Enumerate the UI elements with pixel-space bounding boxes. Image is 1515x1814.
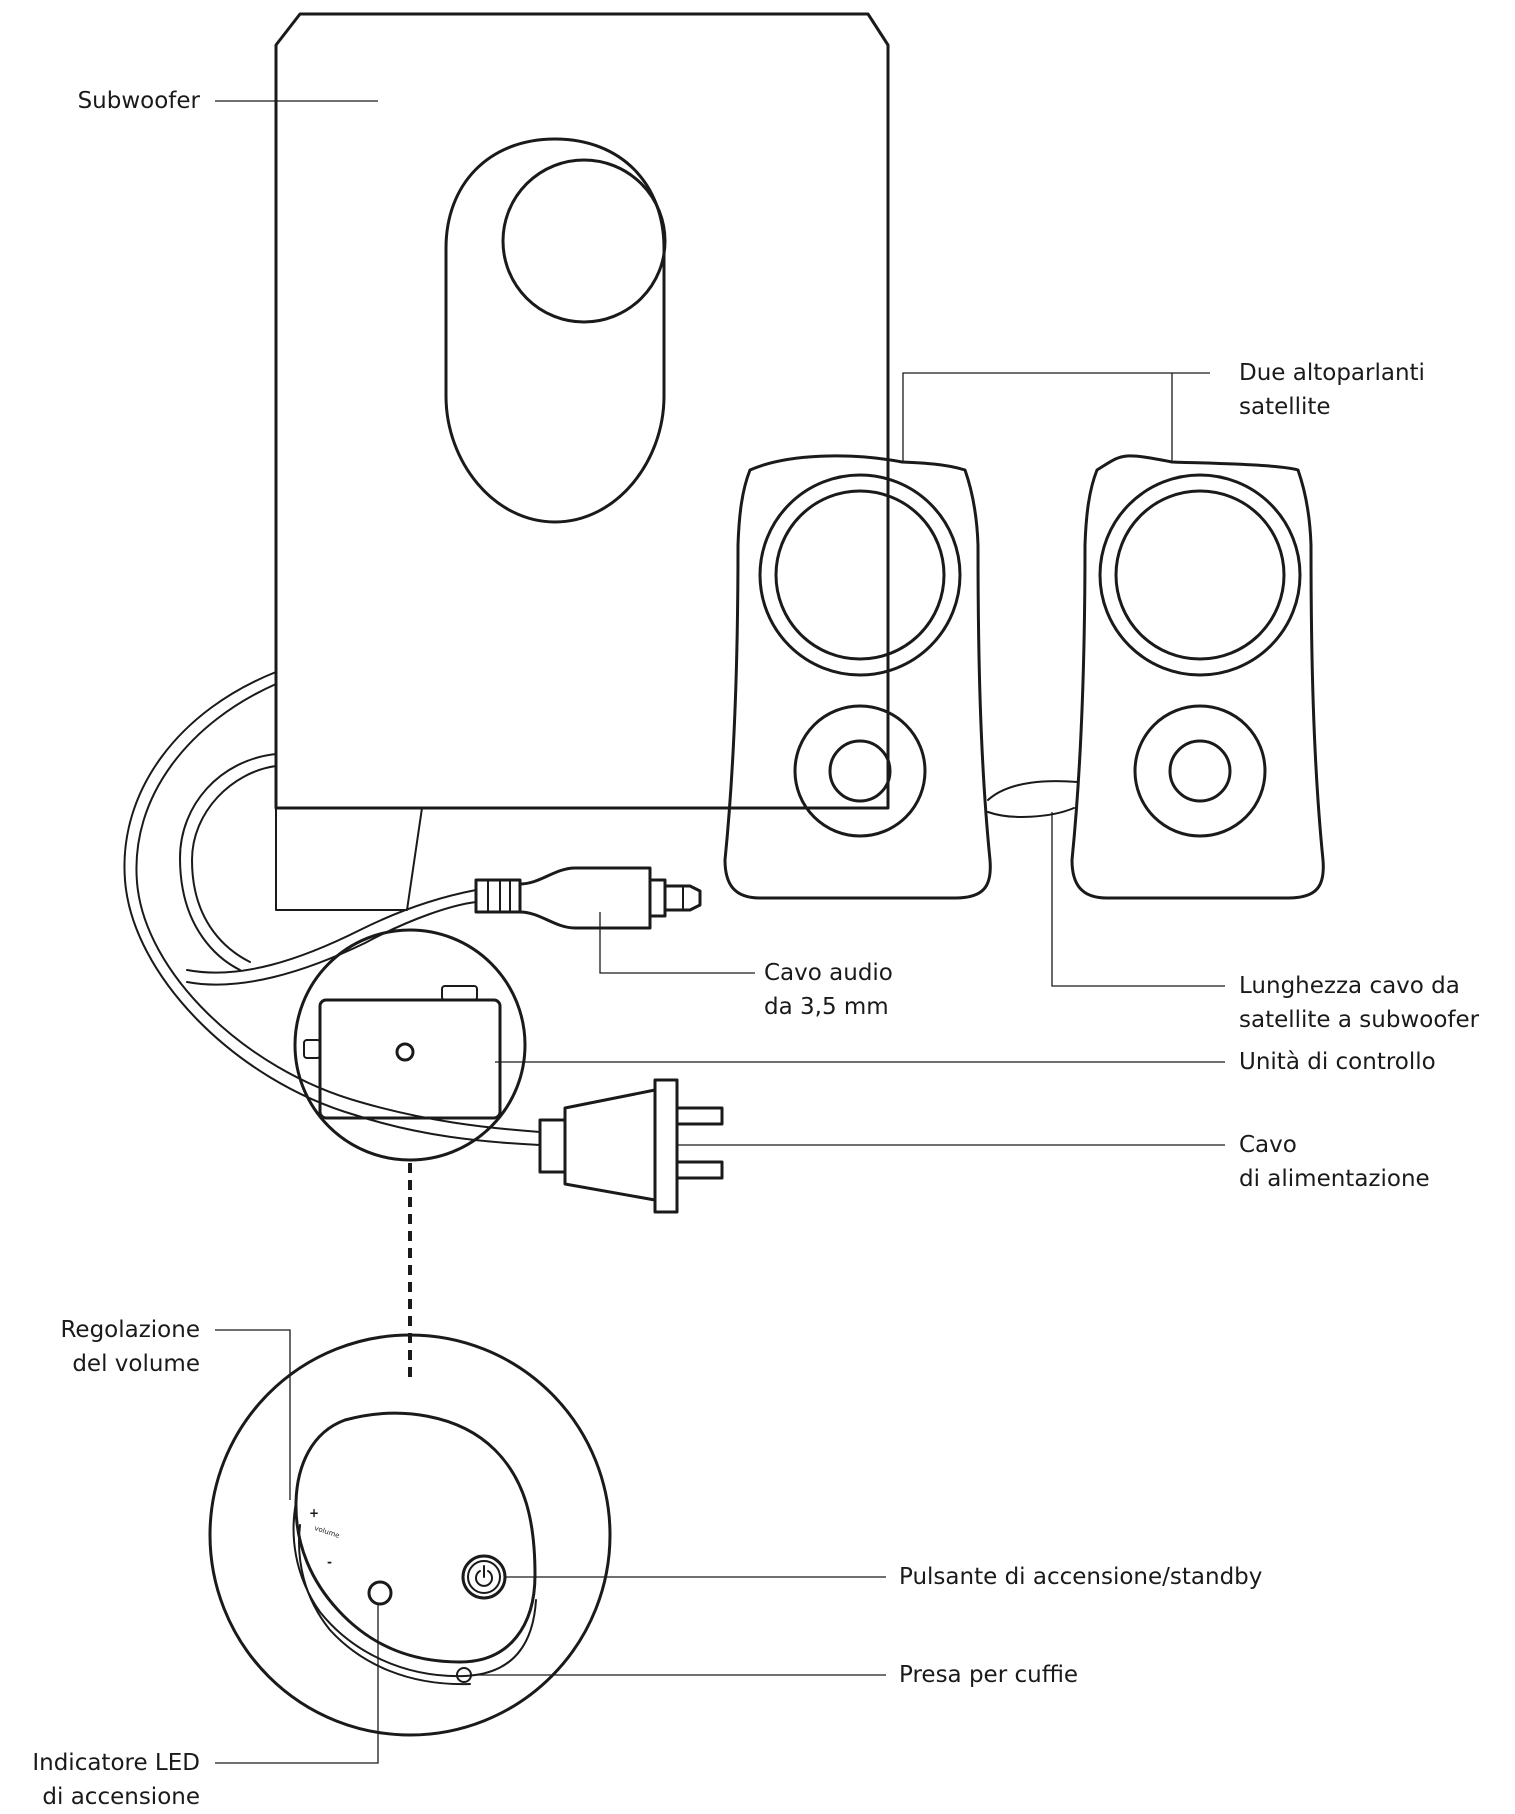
power-plug-illustration (538, 1078, 724, 1214)
label-satellite-cable: Lunghezza cavo da satellite a subwoofer (1239, 973, 1480, 1033)
control-unit-detail-illustration (208, 1333, 612, 1737)
audio-jack-illustration (474, 866, 702, 930)
leader-lines (215, 100, 1225, 1764)
label-subwoofer: Subwoofer (77, 88, 200, 114)
volume-minus-mark: - (327, 1555, 332, 1569)
label-control-unit: Unità di controllo (1239, 1049, 1436, 1075)
volume-plus-mark: + (309, 1506, 320, 1520)
power-icon (475, 1565, 493, 1587)
label-volume: Regolazione del volume (60, 1317, 200, 1377)
label-satellites: Due altoparlanti satellite (1239, 360, 1425, 420)
label-power-cable: Cavo di alimentazione (1239, 1132, 1430, 1192)
label-power-button: Pulsante di accensione/standby (899, 1564, 1263, 1590)
label-headphone: Presa per cuffie (899, 1662, 1079, 1688)
subwoofer-illustration (274, 12, 890, 911)
label-audio-cable: Cavo audio da 3,5 mm (764, 960, 893, 1020)
cables-illustration (123, 671, 541, 1146)
left-satellite-illustration (723, 454, 992, 900)
control-unit-illustration (293, 928, 527, 1162)
right-satellite-illustration (987, 454, 1325, 900)
label-led: Indicatore LED di accensione (32, 1750, 200, 1810)
